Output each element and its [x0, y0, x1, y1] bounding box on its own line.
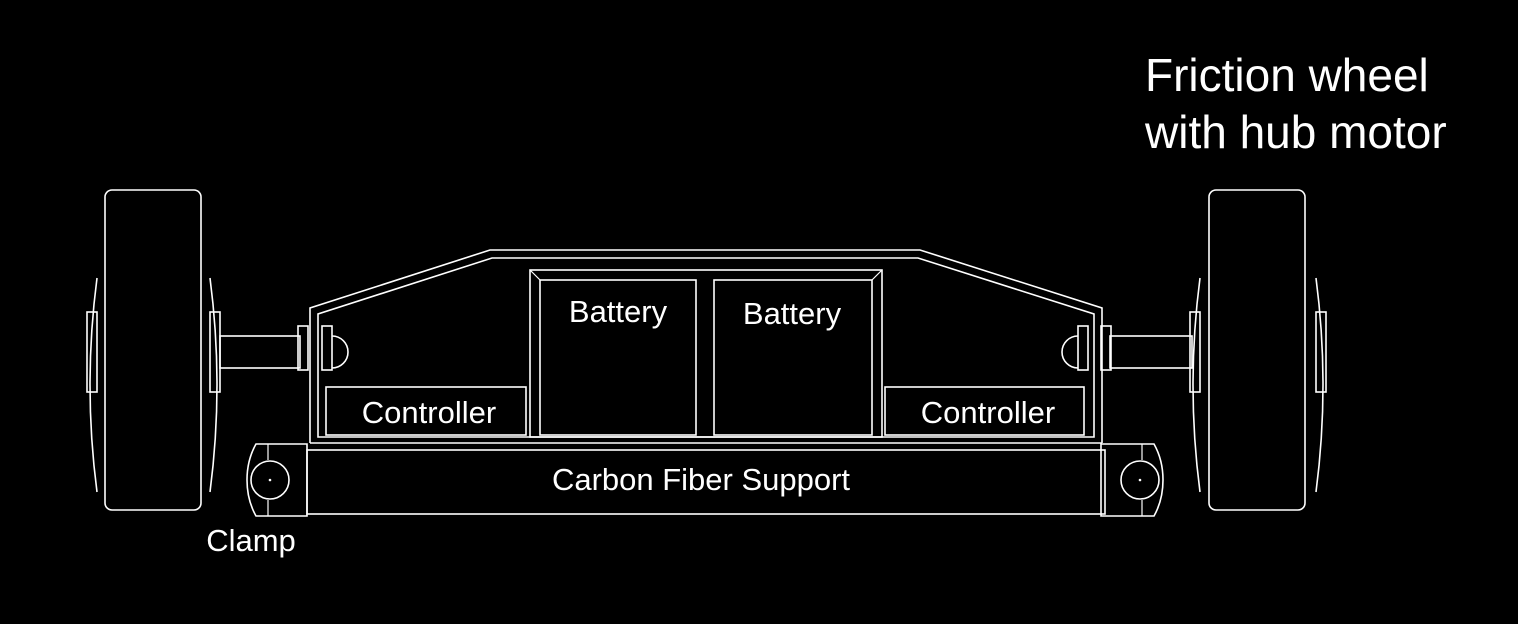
friction-wheel-label: Friction wheel with hub motor: [1144, 49, 1447, 158]
friction-wheel-label-line2: with hub motor: [1144, 106, 1447, 158]
right-clamp-bore: [1120, 460, 1160, 500]
right-axle-bolt-head: [1061, 335, 1079, 369]
left-axle-bracket-outer: [297, 325, 309, 371]
right-wheel-outer-hub: [1315, 311, 1327, 393]
left-wheel-outer-hub: [86, 311, 98, 393]
left-controller-box: [325, 386, 527, 436]
left-clamp-center-dot: [268, 478, 272, 482]
right-clamp-center-dot: [1138, 478, 1142, 482]
left-battery-cell: [539, 279, 697, 436]
left-clamp-body: [246, 443, 268, 517]
right-wheel-inner-arc: [1192, 277, 1201, 493]
battery-housing-bevel-tl: [529, 269, 541, 281]
right-axle-bracket-inner: [1077, 325, 1089, 371]
carbon-fiber-support: Carbon Fiber Support: [306, 449, 1106, 515]
left-controller-label: Controller: [362, 395, 496, 430]
right-axle-bracket-outer: [1100, 325, 1112, 371]
right-battery: Battery: [713, 279, 873, 436]
left-axle-bracket-inner: [321, 325, 333, 371]
left-axle-shaft: [219, 335, 301, 369]
right-controller-label: Controller: [921, 395, 1055, 430]
right-friction-wheel: [1189, 189, 1327, 511]
battery-housing: [529, 269, 883, 438]
right-clamp: [1100, 443, 1164, 517]
left-battery-label: Battery: [569, 294, 668, 329]
right-axle: [1061, 325, 1193, 371]
enclosure-inner-wall: [317, 257, 1095, 438]
electronics-enclosure: [309, 249, 1103, 444]
left-clamp-jaw: [268, 443, 308, 517]
battery-housing-outer: [529, 269, 883, 438]
left-clamp-bore: [250, 460, 290, 500]
right-axle-shaft: [1109, 335, 1193, 369]
right-controller-box: [884, 386, 1085, 436]
left-battery: Battery: [539, 279, 697, 436]
left-friction-wheel: [86, 189, 221, 511]
right-wheel-outer-arc: [1315, 277, 1324, 493]
left-wheel-outer-arc: [89, 277, 98, 493]
battery-housing-bevel-tr: [871, 269, 883, 281]
right-controller: Controller: [884, 386, 1085, 436]
left-axle-bolt-head: [331, 335, 349, 369]
friction-wheel-label-line1: Friction wheel: [1145, 49, 1429, 101]
left-clamp: Clamp: [206, 443, 308, 558]
right-wheel-inner-hub: [1189, 311, 1201, 393]
right-clamp-body: [1142, 443, 1164, 517]
left-controller: Controller: [325, 386, 527, 436]
carbon-fiber-support-label: Carbon Fiber Support: [552, 462, 850, 497]
enclosure-outer-wall: [309, 249, 1103, 443]
right-wheel-tire: [1208, 189, 1306, 511]
left-axle: [219, 325, 349, 371]
clamp-label: Clamp: [206, 523, 296, 558]
right-clamp-jaw: [1100, 443, 1142, 517]
right-battery-cell: [713, 279, 873, 436]
left-wheel-tire: [104, 189, 202, 511]
right-battery-label: Battery: [743, 296, 842, 331]
left-wheel-inner-arc: [209, 277, 218, 493]
